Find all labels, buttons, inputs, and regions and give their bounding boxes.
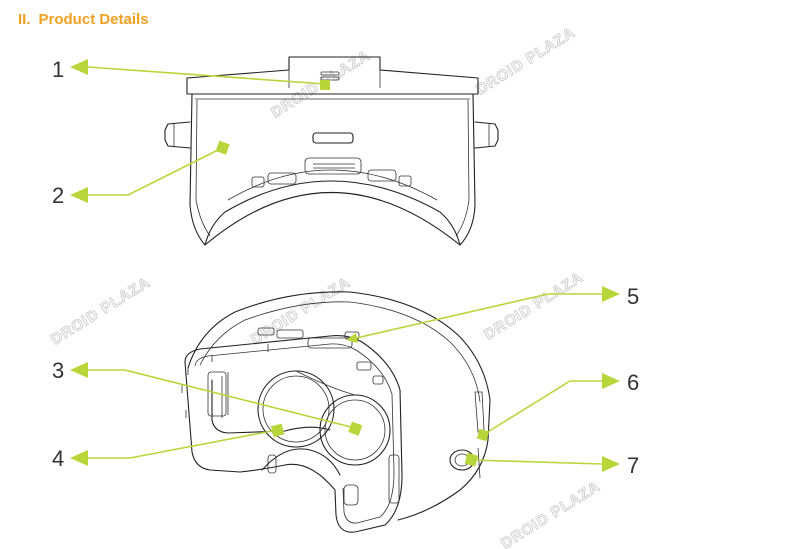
callout-5: 5	[346, 284, 639, 343]
marker-dot-2	[215, 140, 230, 155]
arrowhead-3	[70, 362, 88, 378]
arrowhead-5	[602, 286, 620, 302]
callout-number-7: 7	[627, 453, 639, 478]
marker-dot-5	[346, 333, 358, 343]
callout-number-1: 1	[52, 57, 64, 82]
callout-6: 6	[476, 370, 639, 442]
callout-2: 2	[52, 140, 230, 208]
arrowhead-4	[70, 450, 88, 466]
callout-number-5: 5	[627, 284, 639, 309]
marker-dot-7	[464, 452, 479, 467]
callout-4: 4	[52, 423, 285, 471]
arrowhead-1	[70, 59, 88, 75]
callout-number-6: 6	[627, 370, 639, 395]
arrowhead-2	[70, 187, 88, 203]
watermark-4: DROID PLAZA	[248, 274, 353, 349]
marker-dot-6	[476, 428, 490, 442]
callout-7: 7	[464, 452, 639, 478]
callout-number-4: 4	[52, 446, 64, 471]
section-numeral: II.	[18, 11, 31, 28]
callout-1: 1	[52, 57, 330, 90]
marker-dot-4	[270, 423, 285, 438]
watermarks: DROID PLAZA DROID PLAZA DROID PLAZA DROI…	[48, 23, 604, 549]
watermark-6: DROID PLAZA	[498, 478, 603, 549]
headset-perspective-view	[181, 291, 491, 533]
arrowhead-6	[602, 373, 620, 389]
section-title: II. Product Details	[18, 11, 149, 28]
watermark-3: DROID PLAZA	[48, 274, 153, 349]
section-heading: Product Details	[38, 11, 149, 28]
callout-number-3: 3	[52, 358, 64, 383]
headset-top-view	[164, 56, 499, 246]
marker-dot-3	[348, 421, 363, 436]
watermark-2: DROID PLAZA	[473, 24, 578, 99]
arrowhead-7	[602, 456, 620, 472]
callout-3: 3	[52, 358, 363, 436]
marker-dot-1	[320, 80, 330, 90]
callout-number-2: 2	[52, 183, 64, 208]
